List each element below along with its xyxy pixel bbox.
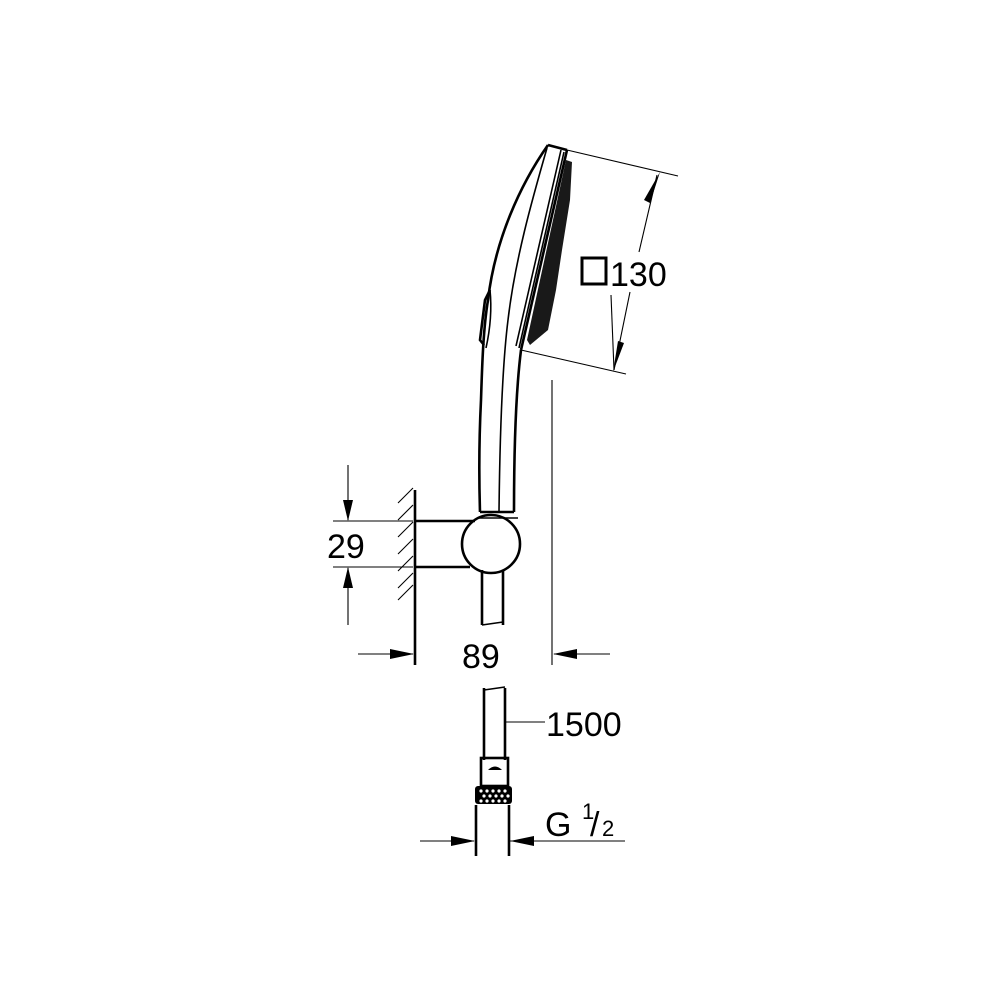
thread-numerator: 1 xyxy=(582,799,594,824)
wall-projection-value: 89 xyxy=(462,638,500,676)
hose-end xyxy=(474,686,512,856)
dimension-head-130: 130 xyxy=(520,149,679,375)
dimension-thread: G 1 / 2 xyxy=(420,799,625,846)
dimension-holder-29: 29 xyxy=(327,465,413,625)
dimension-projection-89: 89 xyxy=(358,638,610,676)
thread-denominator: 2 xyxy=(602,816,614,841)
shower-head xyxy=(478,143,572,519)
thread-slash: / xyxy=(590,806,600,844)
hose-length-value: 1500 xyxy=(546,706,622,744)
thread-prefix: G xyxy=(545,806,571,844)
dimension-hose-1500: 1500 xyxy=(506,706,622,744)
head-size-value: 130 xyxy=(610,256,667,294)
wall-holder xyxy=(397,487,522,665)
holder-height-value: 29 xyxy=(327,528,365,566)
